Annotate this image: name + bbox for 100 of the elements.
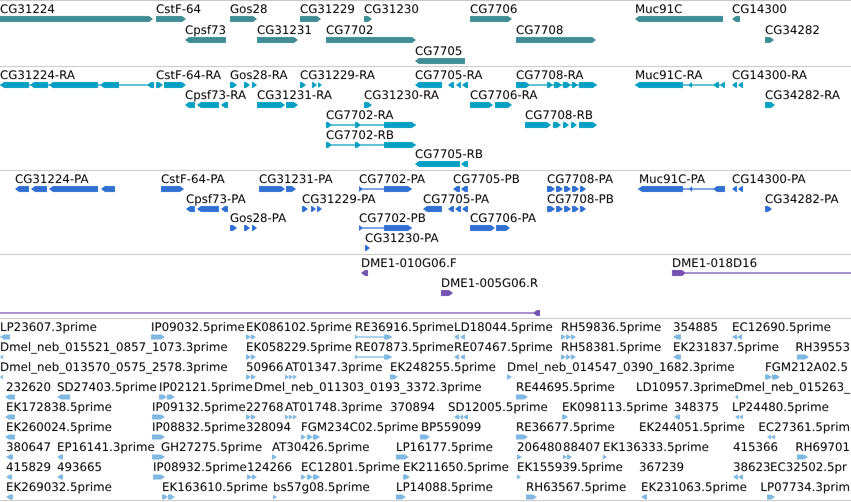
est-label: EK244051.5prime	[639, 420, 745, 434]
transcript-label: CG7705-RB	[415, 147, 483, 161]
est-label: EC12801.5prime	[301, 460, 400, 474]
gene-label: Muc91C	[635, 2, 682, 16]
transcript-label: CG31230-RA	[364, 88, 439, 102]
gene-label: Cpsf73	[185, 23, 226, 37]
gene-label: CG7708	[516, 23, 564, 37]
est-label: 415829	[6, 460, 52, 474]
est-label: EK163610.5prime	[162, 480, 268, 494]
est-label: EC12690.5prime	[732, 320, 831, 334]
est-label: 38623	[733, 460, 771, 474]
est-label: RH59836.5prime	[561, 320, 662, 334]
protein-label: CG31229-PA	[302, 192, 376, 206]
est-label: 348375	[674, 400, 720, 414]
protein-label: CG31230-PA	[365, 231, 439, 245]
protein-label: CG14300-PA	[732, 172, 806, 186]
protein-label: CG7708-PA	[547, 172, 614, 186]
est-label: IP08932.5prime	[153, 460, 247, 474]
est-label: EK211650.5prime	[403, 460, 509, 474]
est-label: Dmel_neb_014547_0390_1682.3prime	[507, 360, 735, 374]
est-label: RE36677.5prime	[516, 420, 615, 434]
transcript-label: CG34282-RA	[765, 88, 840, 102]
est-label: 354885	[673, 320, 718, 334]
est-label: FGM212A02.5	[765, 360, 848, 374]
est-label: bs57g08.5prime	[273, 480, 370, 494]
est-label: IP02121.5prime	[159, 380, 253, 394]
protein-label: CG7705-PB	[453, 172, 520, 186]
est-label: Dmel_neb_011303_0193_3372.3prime	[254, 380, 482, 394]
est-label: EC27361.5prim	[758, 420, 850, 434]
est-label: EK231837.5prime	[673, 340, 779, 354]
est-label: RH39553	[795, 340, 850, 354]
transcript-label: Gos28-RA	[230, 68, 288, 82]
est-label: LP07734.3prim	[760, 480, 850, 494]
protein-label: Gos28-PA	[230, 211, 286, 225]
est-label: 124266	[247, 460, 292, 474]
est-label: RH63567.5prime	[526, 480, 626, 494]
est-label: IP09032.5prime	[151, 320, 245, 334]
transcript-label: CG7706-RA	[470, 88, 538, 102]
est-label: 232620	[6, 380, 52, 394]
est-label: EK260024.5prime	[6, 420, 112, 434]
est-label: BP559099	[421, 420, 482, 434]
est-label: EK231063.5prime	[641, 480, 747, 494]
est-label: AT30426.5prime	[272, 440, 370, 454]
est-label: Dmel_neb_015263_	[734, 380, 850, 394]
est-label: EC32502.5pr	[770, 460, 847, 474]
gene-label: CG14300	[732, 2, 787, 16]
est-label: 328094	[246, 420, 292, 434]
est-label: EP16141.3prime	[57, 440, 155, 454]
transcript-label: CG31229-RA	[300, 68, 375, 82]
gene-label: CG31224	[0, 2, 55, 16]
transcript-label: CG7708-RA	[516, 68, 584, 82]
est-label: 206480	[517, 440, 562, 454]
protein-label: Cpsf73-PA	[186, 192, 246, 206]
est-label: EK058229.5prime	[246, 340, 352, 354]
est-label: 380647	[6, 440, 52, 454]
protein-label: CG7706-PA	[470, 211, 536, 225]
gene-label: CstF-64	[156, 2, 202, 16]
est-label: GH27275.5prime	[161, 440, 262, 454]
protein-label: CG7702-PB	[359, 211, 426, 225]
gene-label: CG7706	[470, 2, 518, 16]
clone-label: DME1-010G06.F	[361, 256, 457, 270]
est-label: LP16177.5prime	[396, 440, 493, 454]
est-label: RE07873.5prime	[355, 340, 454, 354]
est-label: RH69701	[795, 440, 850, 454]
est-label: EK172838.5prime	[6, 400, 112, 414]
est-label: EK248255.5prime	[390, 360, 496, 374]
est-label: 415366	[733, 440, 778, 454]
gene-label: CG31229	[300, 2, 355, 16]
est-label: Dmel_neb_015521_0857_1073.3prime	[0, 340, 228, 354]
transcript-label: Muc91C-RA	[635, 68, 702, 82]
est-label: EK136333.5prime	[603, 440, 709, 454]
est-label: 22768	[246, 400, 284, 414]
est-label: AT01347.3prime	[285, 360, 383, 374]
est-label: FGM234C02.5prime	[301, 420, 418, 434]
est-label: 370894	[390, 400, 436, 414]
protein-label: CG34282-PA	[765, 192, 839, 206]
est-label: 88407	[563, 440, 601, 454]
gene-label: Gos28	[230, 2, 268, 16]
protein-label: CG7702-PA	[359, 172, 426, 186]
est-label: RE07467.5prime	[454, 340, 553, 354]
est-label: IP08832.5prime	[152, 420, 246, 434]
protein-label: CG31231-PA	[259, 172, 333, 186]
transcript-label: CG14300-RA	[732, 68, 807, 82]
est-label: LP24480.5prime	[732, 400, 829, 414]
est-label: SD12005.5prime	[448, 400, 548, 414]
transcript-label: CG7705-RA	[415, 68, 482, 82]
transcript-label: CG7702-RA	[326, 108, 394, 122]
transcript-label: CG7708-RB	[525, 108, 593, 122]
transcript-label: CG31224-RA	[0, 68, 75, 82]
est-label: 367239	[639, 460, 684, 474]
transcript-label: CstF-64-RA	[156, 68, 222, 82]
est-label: EK155939.5prime	[517, 460, 623, 474]
gene-label: CG7702	[326, 23, 374, 37]
protein-label: CG7708-PB	[547, 192, 614, 206]
est-label: RE36916.5prime	[355, 320, 454, 334]
clone-label: DME1-018D16	[672, 256, 758, 270]
transcript-label: CG7702-RB	[326, 128, 394, 142]
protein-label: Muc91C-PA	[639, 172, 706, 186]
est-label: Dmel_neb_013570_0575_2578.3prime	[0, 360, 228, 374]
est-label: LP14088.5prime	[396, 480, 493, 494]
